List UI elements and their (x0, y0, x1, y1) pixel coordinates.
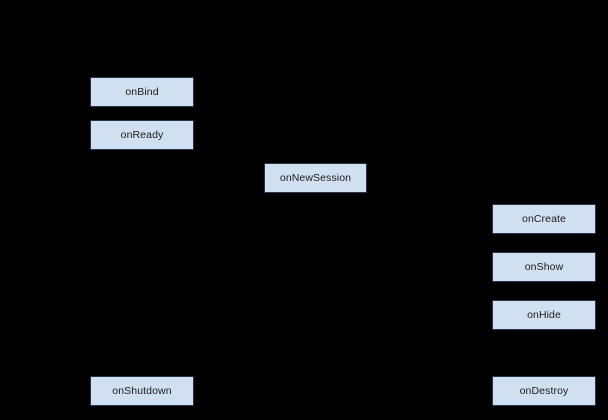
node-on-new-session[interactable]: onNewSession (264, 163, 367, 193)
node-on-hide[interactable]: onHide (492, 300, 596, 330)
node-on-bind[interactable]: onBind (90, 77, 194, 107)
node-on-destroy[interactable]: onDestroy (492, 376, 596, 406)
node-on-shutdown[interactable]: onShutdown (90, 376, 194, 406)
node-on-show[interactable]: onShow (492, 252, 596, 282)
node-on-ready[interactable]: onReady (90, 120, 194, 150)
node-on-create[interactable]: onCreate (492, 204, 596, 234)
